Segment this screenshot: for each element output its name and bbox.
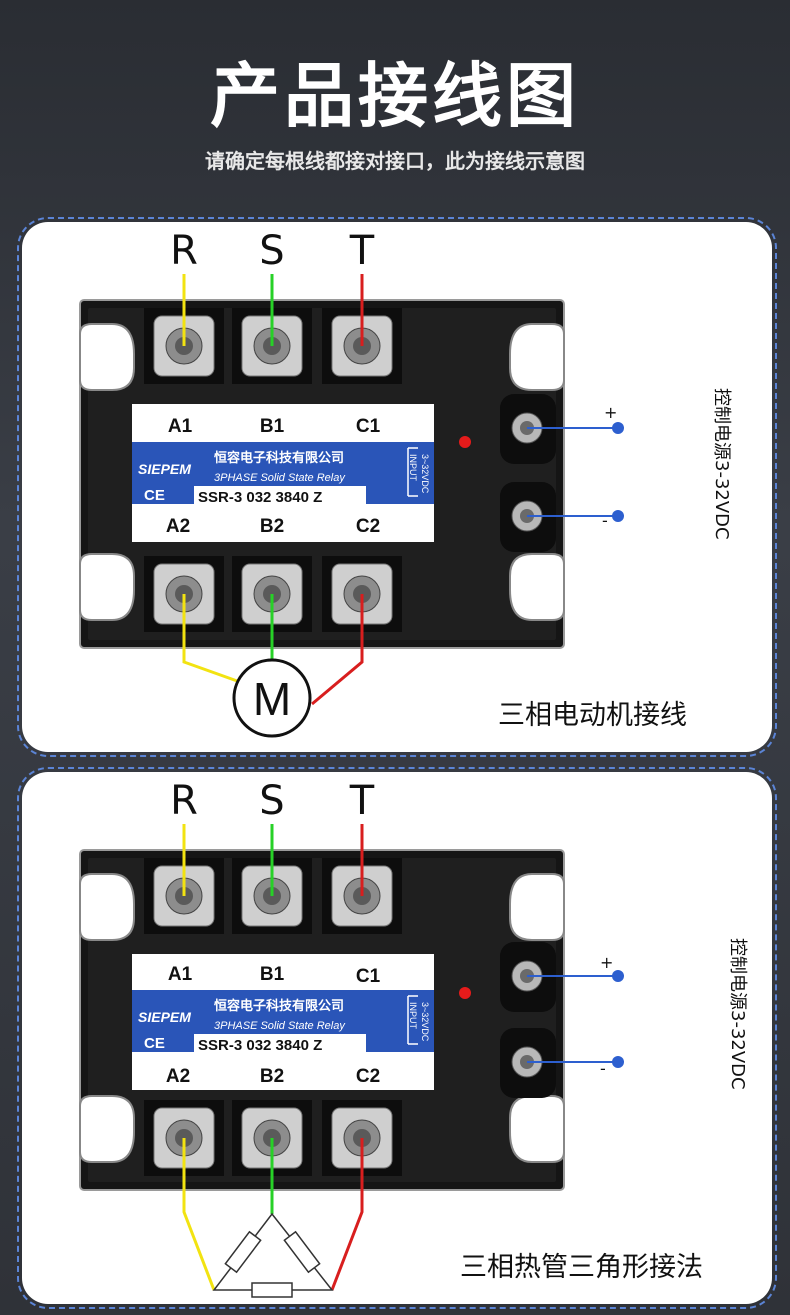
terminal-label-b1: B1 (260, 964, 285, 985)
terminal-label-c1: C1 (356, 966, 381, 987)
panel-caption: 三相电动机接线 (498, 700, 687, 731)
input-range: 3~32VDC (420, 454, 430, 494)
terminal-label-a1: A1 (168, 416, 193, 437)
terminal-label-a1: A1 (168, 964, 193, 985)
control-minus-label: - (602, 511, 608, 530)
status-led (459, 987, 471, 999)
heater-element-right (283, 1230, 321, 1274)
motor-label: M (253, 673, 291, 725)
control-voltage-label: 控制电源3-32VDC (727, 938, 748, 1090)
terminal-label-a2: A2 (166, 516, 190, 537)
relay-label-plate: A1 B1 C1 SIEPEM 恒容电子科技有限公司 3PHASE Solid … (132, 954, 434, 1090)
phase-label-s: S (259, 228, 284, 274)
control-wires (527, 422, 624, 522)
terminal-label-b2: B2 (260, 1066, 284, 1087)
input-range: 3~32VDC (420, 1002, 430, 1042)
phase-wires (182, 824, 364, 1291)
terminal-label-a2: A2 (166, 1066, 190, 1087)
control-voltage-label: 控制电源3-32VDC (711, 388, 732, 540)
terminal-label-b1: B1 (260, 416, 285, 437)
status-led (459, 436, 471, 448)
brand-logo: SIEPEM (138, 1009, 191, 1025)
relay-description: 3PHASE Solid State Relay (214, 472, 346, 484)
input-marker: INPUT 3~32VDC (407, 995, 430, 1045)
control-minus-label: - (600, 1059, 606, 1078)
motor-symbol: M (232, 658, 312, 738)
control-plus-label: + (604, 403, 617, 422)
control-plus-label: + (600, 953, 613, 972)
input-label: INPUT (408, 454, 418, 482)
terminal-label-c2: C2 (356, 1066, 380, 1087)
relay-description: 3PHASE Solid State Relay (214, 1020, 346, 1032)
ce-mark: CE (144, 487, 165, 504)
phase-label-s: S (259, 778, 284, 824)
model-number: SSR-3 032 3840 Z (198, 489, 322, 506)
phase-label-r: R (170, 228, 198, 274)
phase-label-t: T (349, 778, 375, 824)
input-label: INPUT (408, 1002, 418, 1030)
heater-wiring-panel: R S T A1 B1 C1 SIEPEM 恒容电子科技有限公司 3PHASE … (17, 767, 777, 1309)
heater-element-bottom (251, 1282, 293, 1298)
page-subtitle: 请确定每根线都接对接口，此为接线示意图 (205, 149, 585, 173)
ce-mark: CE (144, 1035, 165, 1052)
input-marker: INPUT 3~32VDC (407, 447, 430, 497)
model-number: SSR-3 032 3840 Z (198, 1037, 322, 1054)
brand-logo: SIEPEM (138, 461, 191, 477)
control-wires (527, 970, 624, 1068)
terminal-label-c2: C2 (356, 516, 380, 537)
terminal-label-b2: B2 (260, 516, 284, 537)
phase-wires (182, 274, 364, 706)
phase-label-t: T (349, 228, 375, 274)
phase-label-r: R (170, 778, 198, 824)
delta-heater-symbol (212, 1212, 334, 1298)
company-name: 恒容电子科技有限公司 (214, 450, 344, 466)
heater-element-left (224, 1230, 262, 1274)
company-name: 恒容电子科技有限公司 (214, 998, 344, 1014)
panel-caption: 三相热管三角形接法 (460, 1252, 703, 1283)
motor-wiring-panel: R S T A1 B1 C1 SIEPEM 恒容电子科技有限公司 3PHASE … (17, 217, 777, 757)
terminal-label-c1: C1 (356, 416, 381, 437)
relay-label-plate: A1 B1 C1 SIEPEM 恒容电子科技有限公司 3PHASE Solid … (132, 404, 434, 542)
page-title: 产品接线图 (210, 55, 580, 137)
